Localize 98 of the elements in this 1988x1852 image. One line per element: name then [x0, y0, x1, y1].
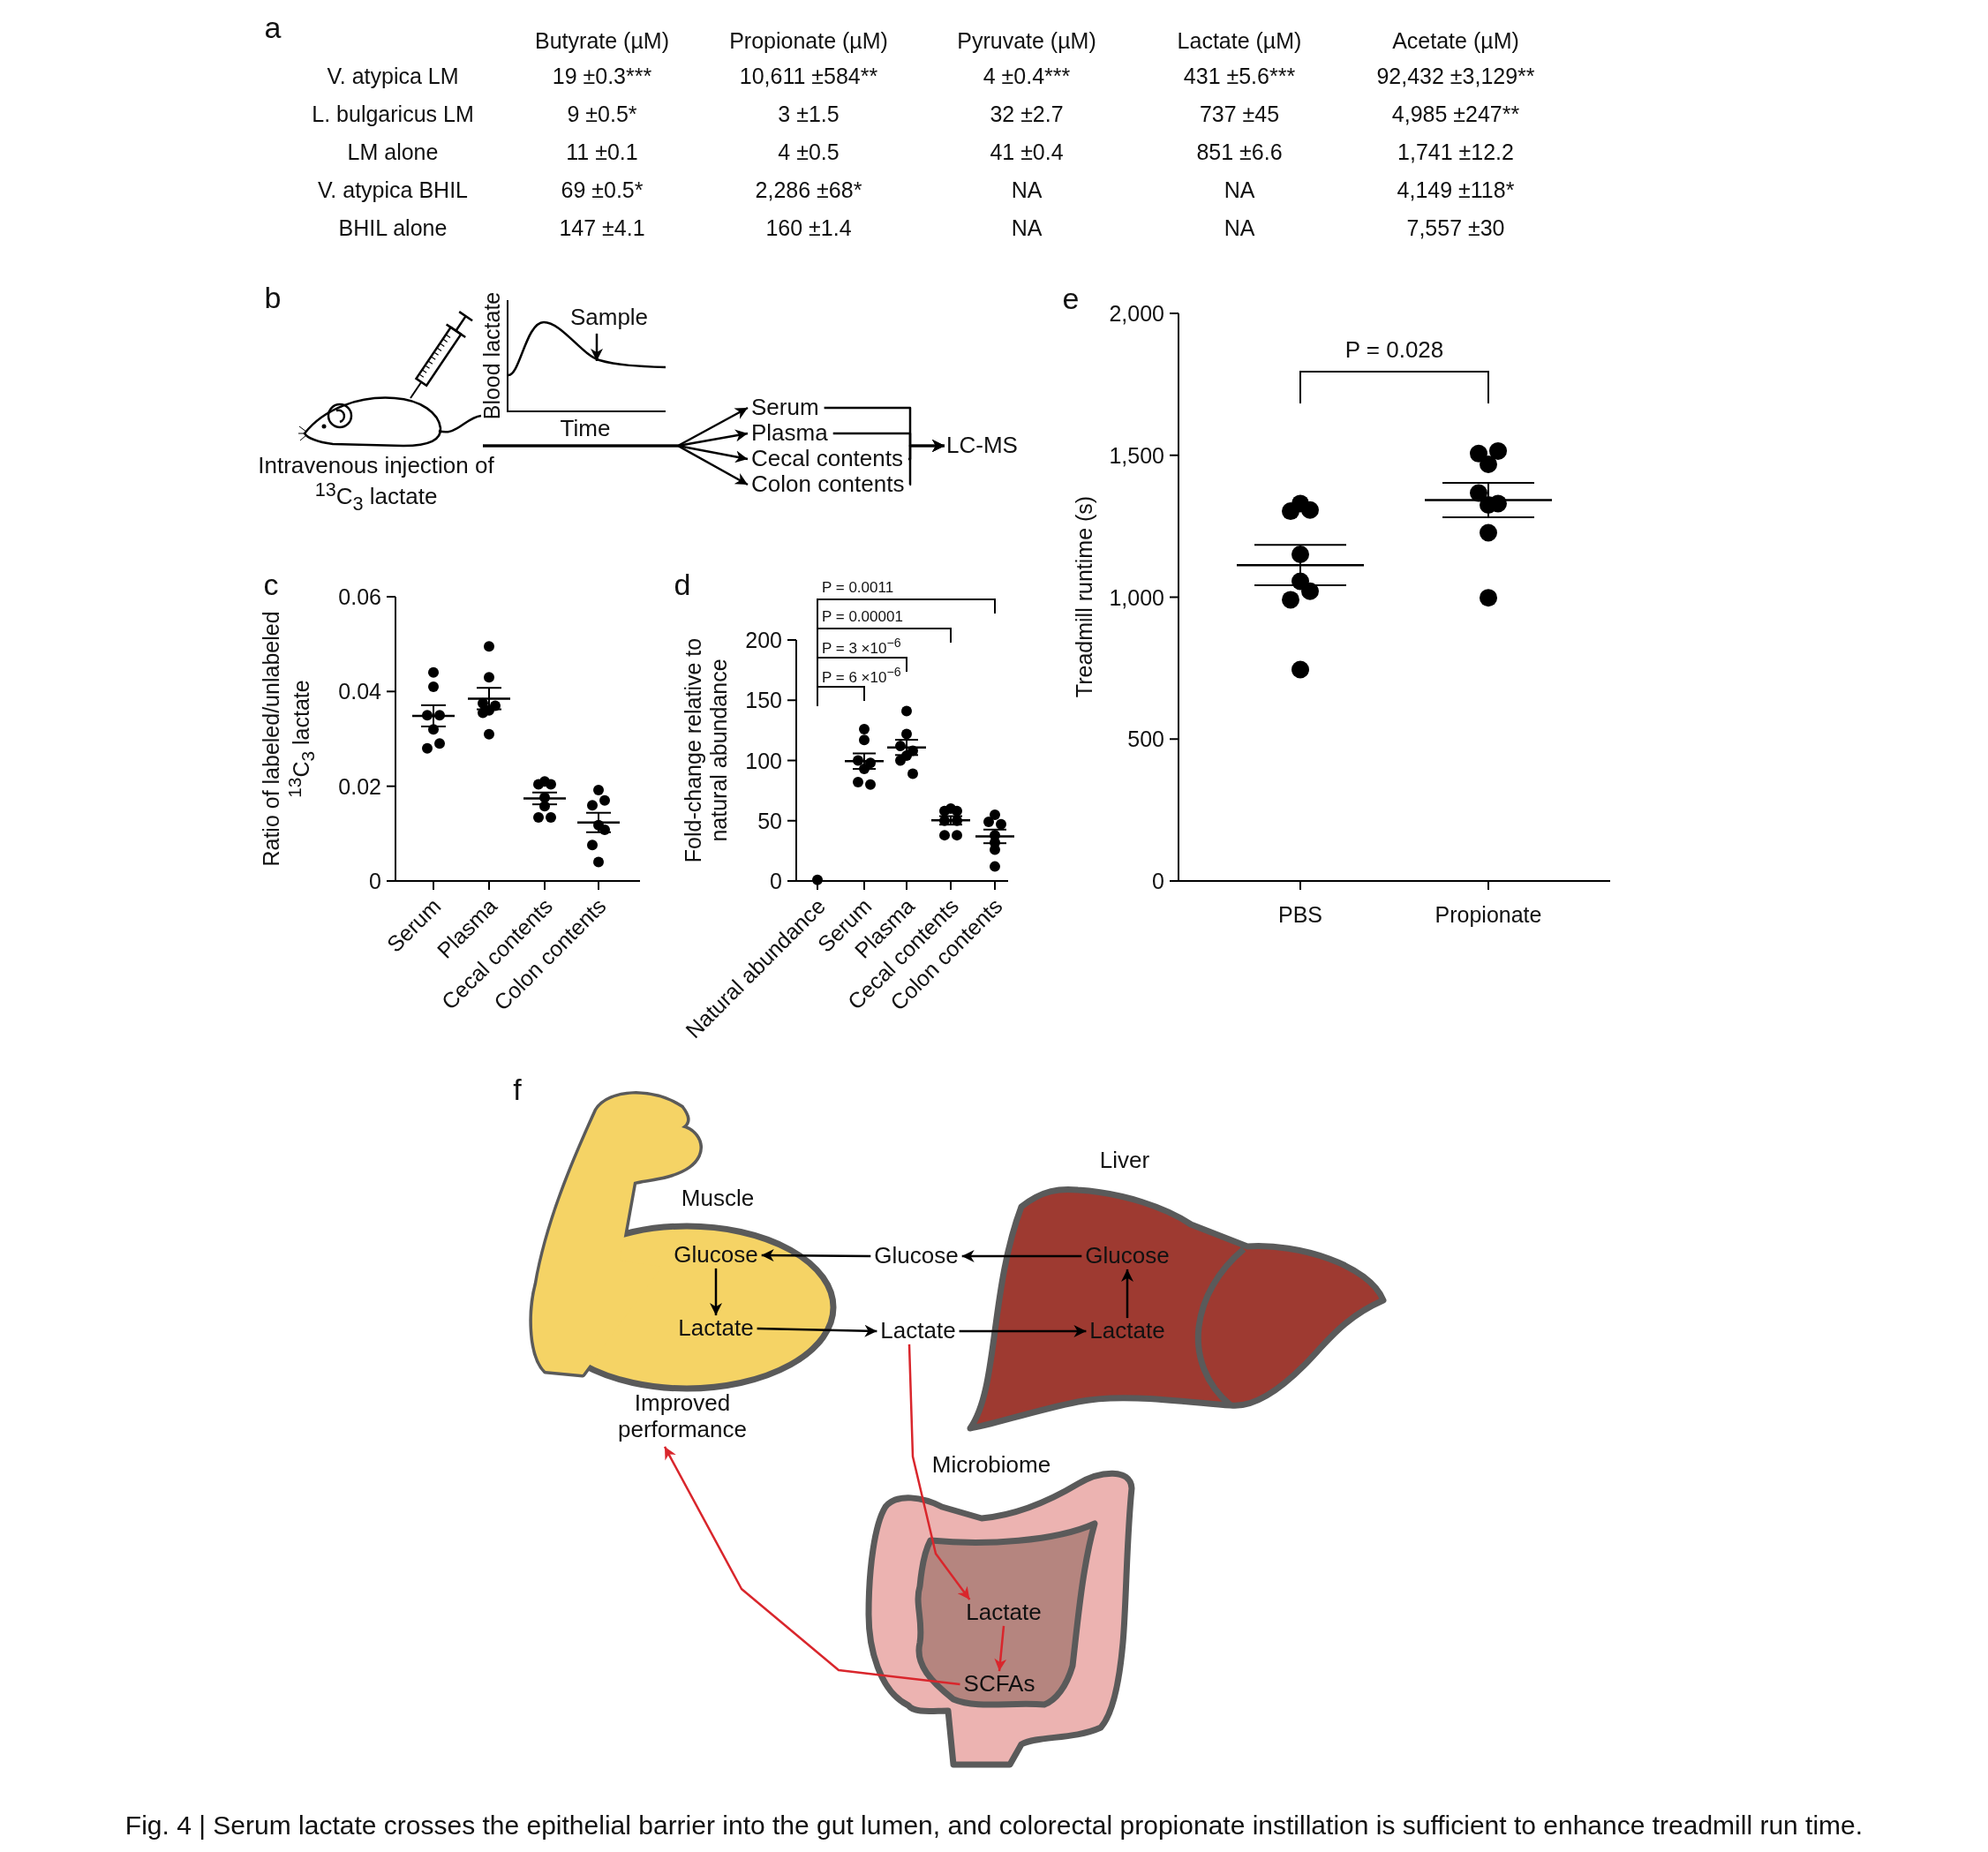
column-header: Lactate (µM) [1177, 27, 1302, 54]
tick-label: 0 [1152, 868, 1164, 894]
panel-letter: e [1062, 282, 1080, 317]
panel-letter: c [263, 568, 279, 603]
arrow [591, 333, 603, 361]
measurement-value: 10,611 ±584** [739, 63, 878, 89]
axis-label: Fold-change relative to natural abundance [681, 636, 732, 865]
arrow [907, 1344, 971, 1600]
category-label: PBS [1278, 901, 1322, 928]
measurement-value: 32 ±2.7 [990, 101, 1064, 127]
arrow [1121, 1269, 1133, 1319]
p-value-label: P = 0.00001 [822, 608, 903, 626]
measurement-value: 41 ±0.4 [990, 139, 1064, 165]
axis-label: Time [560, 416, 611, 442]
metabolite-label: SCFAs [963, 1671, 1035, 1698]
measurement-value: 19 ±0.3*** [552, 63, 652, 89]
tick-label: 150 [745, 687, 782, 713]
tick-label: 0 [369, 868, 381, 894]
arrow [663, 1446, 960, 1686]
row-header: V. atypica BHIL [318, 177, 468, 203]
method-label: LC-MS [946, 433, 1018, 459]
measurement-value: NA [1224, 215, 1255, 241]
figure-caption: Fig. 4 | Serum lactate crosses the epithelial barrier into the gut lumen, and colorectal propionate instillation is sufficient to enhance treadmill run time. [124, 1810, 1864, 1841]
region-label: Microbiome [931, 1452, 1051, 1479]
tick-label: 50 [757, 808, 782, 834]
tick-label: 500 [1127, 726, 1164, 752]
arrow [994, 1625, 1007, 1672]
p-value-label: P = 3 ×10$^{−6}$ [822, 635, 901, 658]
measurement-value: 4,149 ±118* [1397, 177, 1515, 203]
arrow [959, 1325, 1087, 1337]
measurement-value: 4,985 ±247** [1391, 101, 1520, 127]
arrow [710, 1268, 722, 1316]
metabolite-label: Glucose [674, 1242, 758, 1269]
measurement-value: NA [1224, 177, 1255, 203]
row-header: L. bulgaricus LM [312, 101, 474, 127]
measurement-value: 4 ±0.4*** [983, 63, 1071, 89]
arrow [961, 1250, 1082, 1262]
row-header: LM alone [347, 139, 439, 165]
sample-label: Plasma [751, 420, 828, 447]
p-value-label: P = 0.028 [1344, 337, 1444, 364]
metabolite-label: Lactate [966, 1600, 1042, 1626]
category-label: Propionate [1435, 901, 1542, 928]
column-header: Butyrate (µM) [535, 27, 669, 54]
axis-label: Blood lactate [478, 291, 505, 420]
panel-letter: b [264, 281, 282, 316]
row-header: BHIL alone [338, 215, 448, 241]
measurement-value: 160 ±1.4 [765, 215, 852, 241]
caption-text: Intravenous injection of $^{13}$C$_{3}$ lactate [257, 452, 495, 516]
metabolite-label: Lactate [678, 1315, 754, 1342]
measurement-value: 851 ±6.6 [1196, 139, 1283, 165]
column-header: Pyruvate (µM) [957, 27, 1096, 54]
measurement-value: 11 ±0.1 [566, 139, 638, 165]
measurement-value: 92,432 ±3,129** [1376, 63, 1535, 89]
arrow [761, 1249, 871, 1262]
measurement-value: 2,286 ±68* [755, 177, 862, 203]
tick-label: 1,000 [1109, 584, 1164, 610]
metabolite-label: Glucose [1085, 1243, 1170, 1269]
sample-label: Colon contents [751, 471, 905, 498]
metabolite-label: Glucose [874, 1243, 959, 1269]
annotation-label: Sample [569, 305, 649, 331]
measurement-value: NA [1011, 215, 1043, 241]
measurement-value: 431 ±5.6*** [1183, 63, 1296, 89]
panel-letter: f [513, 1073, 522, 1108]
measurement-value: 69 ±0.5* [561, 177, 644, 203]
arrow [757, 1324, 877, 1337]
p-value-label: P = 0.0011 [822, 579, 894, 597]
organ-label: Muscle [681, 1186, 755, 1212]
arrow [908, 440, 945, 486]
measurement-value: 3 ±1.5 [778, 101, 840, 127]
axis-label: Treadmill runtime (s) [1071, 494, 1097, 700]
metabolite-label: Lactate [1089, 1318, 1165, 1344]
measurement-value: 147 ±4.1 [559, 215, 645, 241]
sample-label: Serum [751, 395, 819, 421]
tick-label: 0.06 [338, 583, 381, 610]
column-header: Propionate (µM) [729, 27, 888, 54]
organ-label: Liver [1099, 1148, 1150, 1174]
measurement-value: NA [1011, 177, 1043, 203]
measurement-value: 1,741 ±12.2 [1397, 139, 1514, 165]
measurement-value: 9 ±0.5* [567, 101, 637, 127]
tick-label: 100 [745, 748, 782, 773]
measurement-value: 7,557 ±30 [1406, 215, 1505, 241]
tick-label: 1,500 [1109, 442, 1164, 469]
tick-label: 0.04 [338, 678, 381, 704]
arrow [483, 444, 749, 486]
row-header: V. atypica LM [327, 63, 459, 89]
panel-letter: d [674, 568, 691, 603]
column-header: Acetate (µM) [1392, 27, 1519, 54]
tick-label: 0.02 [338, 773, 381, 800]
tick-label: 0 [770, 868, 782, 894]
panel-letter: a [264, 11, 282, 46]
metabolite-label: Lactate [880, 1318, 956, 1344]
outcome-label: Improved performance [603, 1390, 762, 1443]
p-value-label: P = 6 ×10$^{−6}$ [822, 664, 901, 687]
measurement-value: 4 ±0.5 [778, 139, 840, 165]
tick-label: 2,000 [1109, 300, 1164, 327]
tick-label: 200 [745, 627, 782, 653]
measurement-value: 737 ±45 [1199, 101, 1280, 127]
sample-label: Cecal contents [751, 446, 903, 472]
